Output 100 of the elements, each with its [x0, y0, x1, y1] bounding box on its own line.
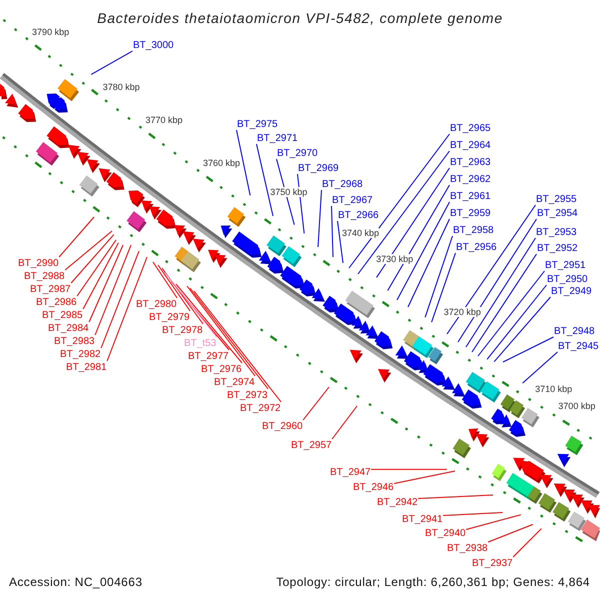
gene-label: BT_2970 [277, 148, 318, 158]
gene-label: BT_2968 [322, 178, 363, 190]
gene-label: BT_2942 [377, 496, 418, 508]
leader-line [190, 288, 269, 390]
leader-line [64, 230, 112, 270]
leader-line [331, 206, 334, 258]
scale-label: 3790 kbp [32, 26, 70, 37]
gene-label: BT_2963 [450, 156, 491, 168]
gene-label: BT_2941 [402, 514, 443, 524]
leader-line [106, 256, 148, 362]
leader-line [446, 204, 536, 334]
scale-label: 3760 kbp [202, 158, 240, 168]
leader-line [256, 144, 274, 216]
leader-line [494, 296, 551, 362]
leader-line [318, 190, 322, 248]
leader-line [176, 284, 243, 364]
leader-line [236, 130, 251, 196]
leader-line [164, 272, 218, 338]
gene-label: BT_2973 [227, 390, 268, 400]
gene-label: BT_2965 [450, 122, 491, 134]
leader-line [186, 286, 256, 376]
leader-line [337, 220, 344, 264]
leader-line [522, 352, 558, 384]
leader-line [387, 184, 450, 292]
leader-line [512, 528, 542, 558]
gene-label: BT_2988 [24, 270, 65, 282]
scale-label: 3700 kbp [558, 400, 596, 411]
gene-label: BT_2948 [554, 326, 595, 336]
gene-label: BT_2978 [162, 324, 203, 336]
leader-line [158, 264, 191, 312]
gene-label: BT_2960 [262, 420, 303, 432]
leader-line [418, 494, 494, 499]
gene-label: BT_2949 [551, 286, 592, 296]
leader-line [76, 240, 116, 296]
scale-label: 3730 kbp [376, 254, 414, 264]
scale-label: 3740 kbp [342, 228, 380, 238]
gene-label: BT_2951 [545, 260, 586, 270]
leader-line [376, 168, 450, 278]
gene-label: BT_2964 [450, 140, 491, 150]
leader-line [488, 524, 534, 542]
gene-label: BT_2953 [536, 226, 577, 238]
leader-line [162, 268, 204, 324]
leader-line [424, 236, 453, 318]
leader-line [408, 218, 450, 308]
gene-label: BT_2940 [425, 528, 466, 538]
gene-label: BT_2981 [66, 362, 107, 372]
gene-label: BT_2977 [188, 350, 229, 362]
leader-line [82, 242, 119, 310]
leader-line [472, 254, 537, 352]
gene-label: BT_2958 [453, 224, 494, 236]
gene-label: BT_2967 [332, 194, 373, 206]
gene-label: BT_2966 [338, 210, 379, 220]
leader-line [302, 386, 330, 420]
leader-line [466, 514, 522, 530]
gene-label: BT_2950 [547, 274, 588, 284]
gene-label: BT_2980 [136, 298, 177, 310]
gene-label: BT_2946 [353, 482, 394, 492]
gene-label: BT_2975 [237, 118, 278, 130]
gene-label: BT_2957 [291, 440, 332, 450]
leader-line [332, 406, 358, 440]
leader-line [100, 250, 140, 348]
gene-label: BT_2959 [450, 208, 491, 218]
gene-label: BT_2956 [456, 242, 497, 252]
leader-line [370, 468, 448, 470]
leader-line [394, 470, 456, 484]
leader-line [442, 512, 504, 516]
footer-text: Accession: NC_004663 [9, 575, 142, 589]
gene-label: BT_2985 [42, 310, 83, 320]
gene-label: BT_2982 [60, 348, 101, 360]
leader-line [90, 50, 133, 75]
scale-label: 3780 kbp [102, 82, 140, 92]
gene-label: BT_3000 [133, 40, 174, 50]
gene-label: BT_2962 [450, 174, 491, 184]
gene-label: BT_2983 [54, 336, 95, 346]
leader-line [502, 336, 554, 362]
leader-line [58, 216, 94, 258]
leader-line [194, 290, 282, 402]
scale-label: 3770 kbp [145, 114, 182, 125]
gene-label: BT_2979 [149, 312, 190, 322]
leader-line [458, 218, 537, 342]
gene-label: BT_2972 [240, 402, 281, 414]
leader-line [348, 134, 450, 268]
scale-label: 3750 kbp [270, 187, 308, 198]
gene-label: BT_2954 [537, 208, 578, 218]
gene-label: BT_2987 [30, 284, 71, 294]
gene-label: BT_2945 [558, 340, 599, 352]
leader-line [70, 234, 114, 284]
gene-label: BT_t53 [184, 338, 216, 348]
gene-label: BT_2976 [201, 364, 242, 374]
leader-line [431, 252, 456, 323]
gene-label: BT_2961 [450, 190, 491, 202]
scale-label: 3720 kbp [444, 307, 481, 318]
gene-label: BT_2947 [330, 466, 371, 478]
leader-line [486, 284, 547, 360]
leader-line [152, 262, 178, 298]
gene-label: BT_2971 [257, 132, 298, 144]
gene-label: BT_2938 [447, 542, 488, 554]
leader-line [170, 280, 230, 350]
leader-line [88, 244, 124, 322]
gene-label: BT_2937 [472, 558, 513, 568]
